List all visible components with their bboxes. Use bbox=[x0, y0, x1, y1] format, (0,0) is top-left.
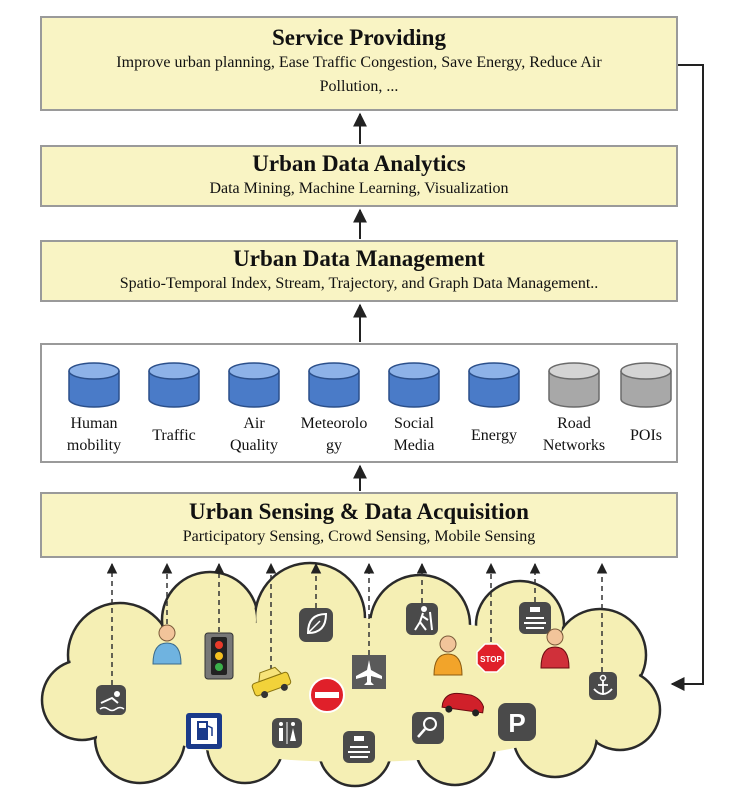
person-icon bbox=[540, 628, 570, 669]
data-source-traffic: Traffic bbox=[136, 345, 212, 461]
data-source-label: Air bbox=[243, 415, 265, 432]
airplane-icon bbox=[352, 655, 386, 689]
service-providing-subtitle-line2: Pollution, ... bbox=[319, 78, 399, 95]
data-source-label: Media bbox=[393, 437, 435, 454]
svg-text:STOP: STOP bbox=[480, 655, 502, 664]
restroom-icon bbox=[272, 718, 302, 748]
traffic-light-icon bbox=[204, 632, 234, 680]
data-source-label: gy bbox=[326, 437, 342, 454]
urban-sensing-layer: Urban Sensing & Data Acquisition Partici… bbox=[40, 492, 678, 558]
person-icon bbox=[152, 624, 182, 665]
urban-data-management-layer: Urban Data Management Spatio-Temporal In… bbox=[40, 240, 678, 302]
leaf-icon bbox=[299, 608, 333, 642]
stop-sign-icon: STOP bbox=[476, 643, 506, 673]
database-icon bbox=[308, 362, 360, 408]
database-icon bbox=[68, 362, 120, 408]
urban-data-management-title: Urban Data Management bbox=[233, 246, 485, 271]
urban-data-management-subtitle: Spatio-Temporal Index, Stream, Trajector… bbox=[119, 275, 599, 292]
anchor-icon bbox=[589, 672, 617, 700]
database-icon bbox=[548, 362, 600, 408]
database-icon bbox=[228, 362, 280, 408]
database-icon bbox=[148, 362, 200, 408]
data-source-label: Meteorolo bbox=[300, 415, 368, 432]
data-source-label: Road bbox=[557, 415, 591, 432]
database-icon bbox=[388, 362, 440, 408]
wifi-sensor-icon bbox=[519, 602, 551, 634]
data-source-label: Quality bbox=[230, 437, 278, 454]
data-source-label: Energy bbox=[471, 427, 517, 444]
sports-car-icon bbox=[441, 692, 485, 717]
database-icon bbox=[620, 362, 672, 408]
service-providing-subtitle-line1: Improve urban planning, Ease Traffic Con… bbox=[116, 54, 602, 71]
data-source-label: Social bbox=[394, 415, 434, 432]
parking-icon: P bbox=[498, 703, 536, 741]
swimming-icon bbox=[96, 685, 126, 715]
data-source-air-quality: Air Quality bbox=[216, 345, 292, 461]
data-source-label: Human bbox=[70, 415, 118, 432]
person-icon bbox=[433, 635, 463, 676]
urban-sensing-subtitle: Participatory Sensing, Crowd Sensing, Mo… bbox=[182, 528, 536, 545]
urban-sensing-title: Urban Sensing & Data Acquisition bbox=[189, 499, 529, 524]
data-sources-panel: Human mobility Traffic Air Quality Meteo… bbox=[40, 343, 678, 463]
data-source-label: POIs bbox=[629, 427, 662, 444]
gas-station-icon bbox=[186, 713, 222, 749]
urban-data-analytics-title: Urban Data Analytics bbox=[252, 151, 466, 176]
feedback-arrow bbox=[670, 64, 704, 691]
data-source-social-media: Social Media bbox=[376, 345, 452, 461]
urban-data-analytics-subtitle: Data Mining, Machine Learning, Visualiza… bbox=[209, 180, 509, 197]
data-source-energy: Energy bbox=[456, 345, 532, 461]
service-providing-layer: Service Providing Improve urban planning… bbox=[40, 16, 678, 111]
data-source-meteorology: Meteorolo gy bbox=[296, 345, 372, 461]
urban-data-analytics-layer: Urban Data Analytics Data Mining, Machin… bbox=[40, 145, 678, 207]
taxi-icon bbox=[251, 666, 292, 699]
no-entry-icon bbox=[309, 677, 345, 713]
data-source-human-mobility: Human mobility bbox=[56, 345, 132, 461]
hiking-icon bbox=[406, 603, 438, 635]
data-source-road-networks: Road Networks bbox=[536, 345, 612, 461]
database-icon bbox=[468, 362, 520, 408]
wifi-sensor-icon bbox=[343, 731, 375, 763]
search-icon bbox=[412, 712, 444, 744]
svg-text:P: P bbox=[508, 708, 525, 738]
service-providing-title: Service Providing bbox=[272, 25, 446, 50]
data-source-label: Traffic bbox=[152, 427, 196, 444]
data-source-label: mobility bbox=[66, 437, 122, 454]
data-source-pois: POIs bbox=[608, 345, 684, 461]
data-source-label: Networks bbox=[542, 437, 606, 454]
